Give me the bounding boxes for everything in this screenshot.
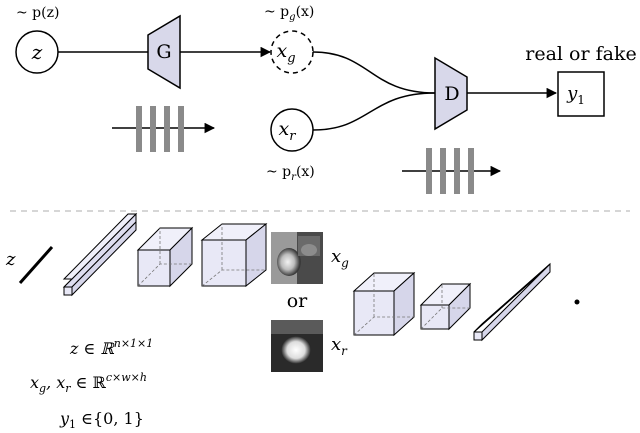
discriminator-volume-2 [419,282,472,331]
discriminator-label: D [444,83,459,105]
generator-label: G [156,41,171,63]
generated-sample-image [271,232,323,284]
z-input-label: z [31,40,43,64]
generator-training-arrow [112,106,216,152]
generator-volume-2 [136,226,194,288]
generator-block [147,14,181,90]
xg-to-discriminator-curve [312,51,436,94]
latent-space-equation: z ∈ ℝn×1×1 [69,337,153,358]
generator-volume-1 [62,212,138,297]
real-sample-label: xr [331,334,348,358]
generated-sample-label: xg [331,246,349,270]
discriminator-volume-3 [473,262,551,342]
output-caption: real or fake [525,43,636,65]
output-label: y1 [566,83,585,107]
z-distribution-label: ~ p(z) [16,5,59,21]
xr-real-label: xr [279,118,297,144]
or-label: or [287,290,308,312]
xg-generated-label: xg [276,40,295,66]
output-box [557,71,605,117]
discriminator-block [434,56,468,131]
xg-distribution-label: ~ pg(x) [264,4,314,23]
xr-distribution-label: ~ pr(x) [266,164,315,183]
output-scalar-dot [574,299,580,305]
output-space-equation: y1 ∈{0, 1} [59,409,144,431]
latent-z-label: z [5,249,16,270]
discriminator-training-arrow [402,148,502,194]
image-space-equation: xg, xr ∈ ℝc×w×h [30,371,147,395]
discriminator-volume-1 [352,271,416,337]
xr-to-discriminator-curve [312,92,436,131]
real-sample-image [271,320,323,372]
latent-vector-line [18,246,54,284]
generator-volume-3 [200,222,268,288]
